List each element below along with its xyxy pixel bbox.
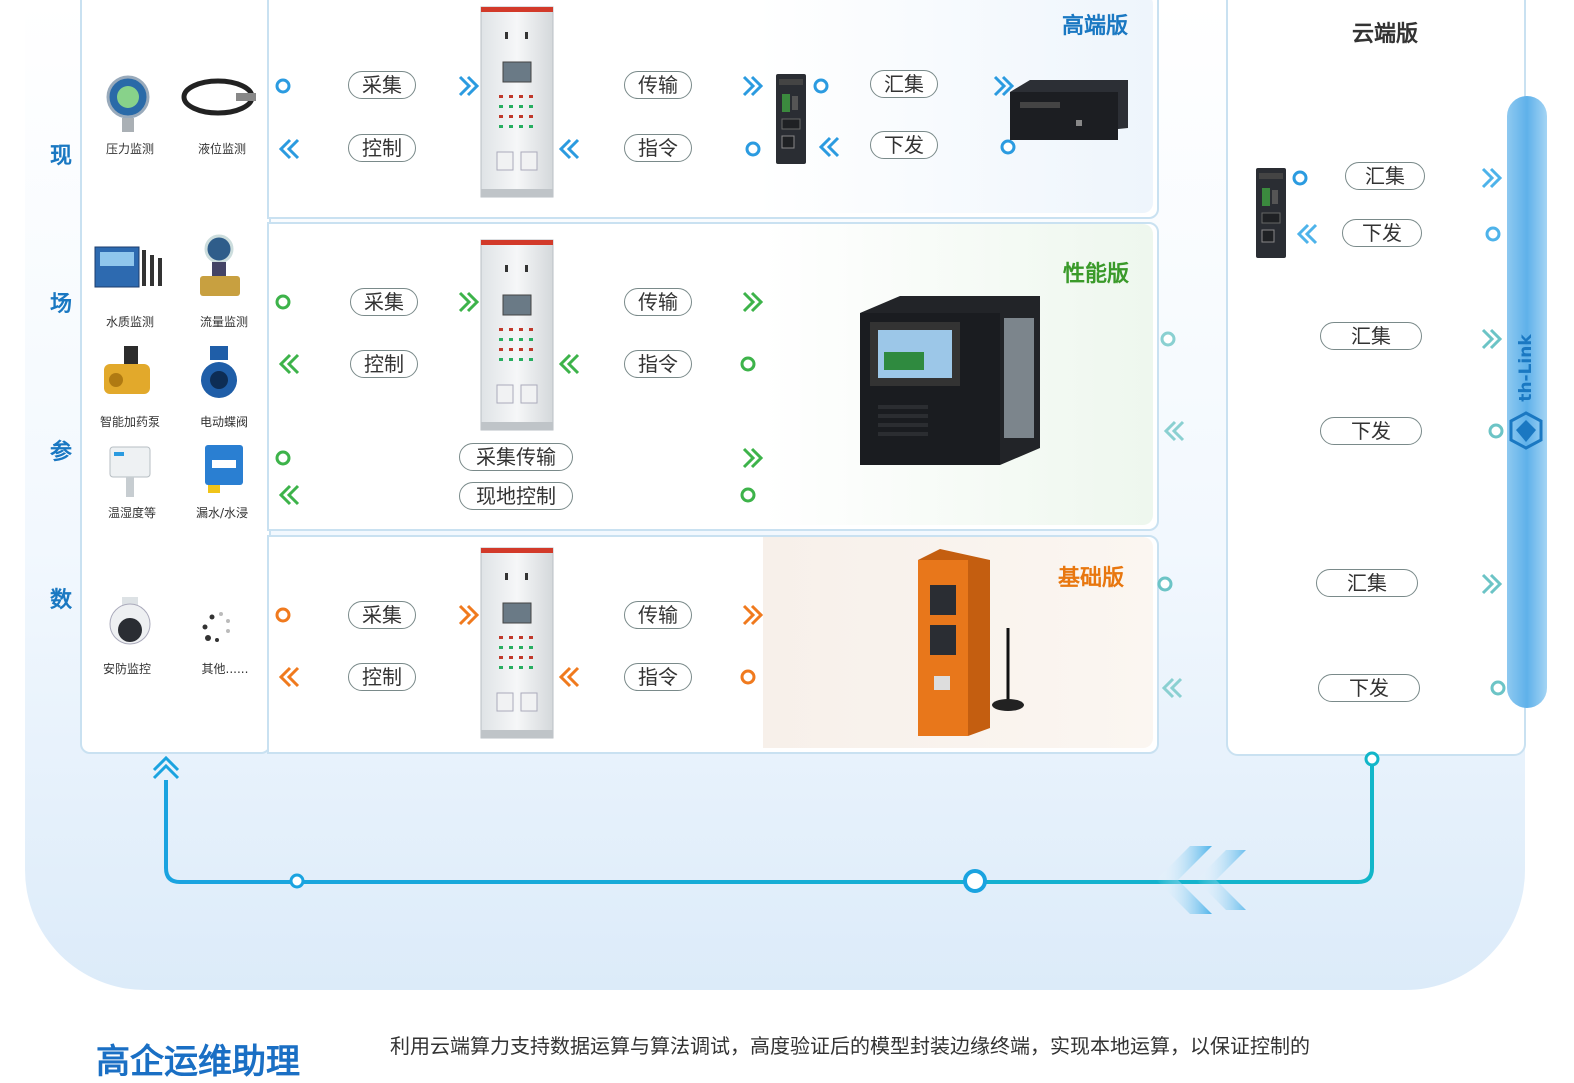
device-label: 温湿度等 <box>107 506 156 520</box>
flow-label-command: 指令 <box>624 134 692 162</box>
device-label: 水质监测 <box>105 315 154 329</box>
flow-label-dispatch: 下发 <box>1320 417 1422 445</box>
flow-label-dispatch: 下发 <box>870 131 938 159</box>
control-cabinet-icon <box>480 6 554 198</box>
edge-controller-icon <box>918 549 1024 736</box>
flow-label-dispatch: 下发 <box>1342 219 1422 247</box>
flow-label-control: 控制 <box>348 134 416 162</box>
cloud-logo-icon <box>1509 411 1543 450</box>
footer-text: 利用云端算力支持数据运算与算法调试，高度验证后的模型封装边缘终端，实现本地运算，… <box>390 1034 1310 1058</box>
flow-label-aggregate: 汇集 <box>870 70 938 98</box>
flow-label-dispatch: 下发 <box>1318 674 1420 702</box>
industrial-pc-icon <box>1010 80 1128 140</box>
footer-title: 高企运维助理 <box>96 1042 300 1082</box>
butterfly-valve-icon <box>201 346 237 398</box>
side-label-char: 现 <box>50 144 73 169</box>
level-sensor-icon <box>181 78 256 116</box>
security-camera-icon <box>109 597 151 645</box>
device-label: 液位监测 <box>197 142 246 156</box>
flow-label-control: 控制 <box>348 663 416 691</box>
device-label: 漏水/水浸 <box>195 506 249 520</box>
water-quality-icon <box>94 246 162 288</box>
flow-label-command: 指令 <box>624 663 692 691</box>
flow-label-collect: 采集 <box>348 71 416 99</box>
flow-label-collect: 采集 <box>348 601 416 629</box>
humidity-sensor-icon <box>109 446 151 497</box>
cloud-bar <box>1507 96 1547 708</box>
pressure-gauge-icon <box>106 75 150 132</box>
flow-label-transmit: 传输 <box>624 601 692 629</box>
tier-title-high: 高端版 <box>1062 14 1129 39</box>
flow-meter-icon <box>200 234 240 296</box>
flow-label-local-control: 现地控制 <box>459 482 573 510</box>
side-label-char: 数 <box>50 588 73 613</box>
leak-sensor-icon <box>205 445 243 493</box>
more-dots-icon <box>202 612 230 642</box>
cloud-brand: th-Link <box>1508 334 1544 406</box>
flow-label-aggregate: 汇集 <box>1316 569 1418 597</box>
device-label: 智能加药泵 <box>99 415 160 429</box>
side-label-char: 参 <box>50 440 73 465</box>
cloud-gateway-icon <box>1255 167 1287 259</box>
feedback-loop <box>152 751 1380 914</box>
edge-gateway-icon <box>775 73 807 165</box>
control-cabinet-icon <box>480 239 554 431</box>
flow-label-collect: 采集 <box>350 288 418 316</box>
tier-title-basic: 基础版 <box>1058 566 1125 591</box>
brand-text: th-Link <box>1516 334 1536 402</box>
dosing-pump-icon <box>104 346 150 394</box>
flow-label-control: 控制 <box>350 350 418 378</box>
flow-label-command: 指令 <box>624 350 692 378</box>
flow-label-aggregate: 汇集 <box>1320 322 1422 350</box>
flow-label-transmit: 传输 <box>624 288 692 316</box>
device-label: 压力监测 <box>105 142 154 156</box>
flow-diagram <box>94 6 1547 914</box>
side-label-char: 场 <box>50 292 73 317</box>
control-cabinet-icon <box>480 547 554 739</box>
edge-server-icon <box>860 296 1040 465</box>
device-label: 流量监测 <box>199 315 248 329</box>
flow-label-aggregate: 汇集 <box>1345 162 1425 190</box>
tier-title-cloud: 云端版 <box>1352 22 1419 47</box>
flow-label-transmit: 传输 <box>624 71 692 99</box>
device-label: 电动蝶阀 <box>199 415 248 429</box>
flow-label-collect-transmit: 采集传输 <box>459 443 573 471</box>
tier-title-performance: 性能版 <box>1063 262 1130 287</box>
device-label: 其他...... <box>201 662 249 676</box>
device-label: 安防监控 <box>102 662 151 676</box>
